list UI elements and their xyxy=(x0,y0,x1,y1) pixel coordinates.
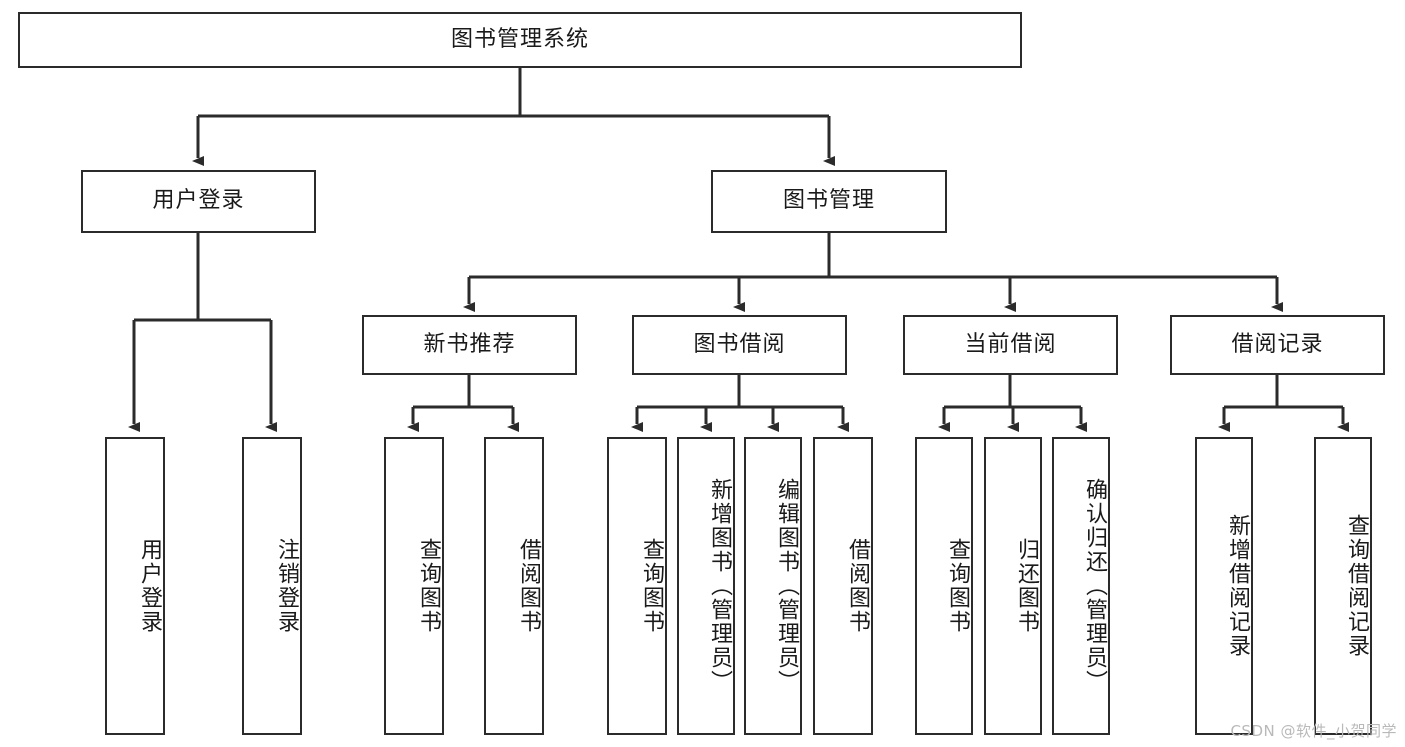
node-label: 查询图书 xyxy=(945,538,970,634)
leaf-query-book-current[interactable]: 查询图书 xyxy=(915,437,973,735)
node-label: 借阅图书 xyxy=(516,538,541,634)
node-user-login[interactable]: 用户登录 xyxy=(81,170,316,233)
node-label: 确认归还（管理员） xyxy=(1082,478,1107,694)
leaf-query-book-recommend[interactable]: 查询图书 xyxy=(384,437,444,735)
node-book-borrow[interactable]: 图书借阅 xyxy=(632,315,847,375)
leaf-return-book[interactable]: 归还图书 xyxy=(984,437,1042,735)
node-label: 借阅记录 xyxy=(1231,331,1324,357)
node-label: 归还图书 xyxy=(1014,538,1039,634)
node-label: 新书推荐 xyxy=(423,331,516,357)
leaf-borrow-book[interactable]: 借阅图书 xyxy=(813,437,873,735)
leaf-add-book-admin[interactable]: 新增图书（管理员） xyxy=(677,437,735,735)
leaf-query-borrow-record[interactable]: 查询借阅记录 xyxy=(1314,437,1372,735)
node-borrow-record[interactable]: 借阅记录 xyxy=(1170,315,1385,375)
node-label: 图书管理 xyxy=(782,188,875,214)
node-label: 新增借阅记录 xyxy=(1225,514,1250,658)
node-label: 注销登录 xyxy=(274,538,299,634)
node-root-book-management-system[interactable]: 图书管理系统 xyxy=(18,12,1022,68)
node-label: 用户登录 xyxy=(137,538,162,634)
node-label: 查询图书 xyxy=(639,538,664,634)
node-label: 编辑图书（管理员） xyxy=(774,478,799,694)
node-label: 新增图书（管理员） xyxy=(707,478,732,694)
node-current-borrow[interactable]: 当前借阅 xyxy=(903,315,1118,375)
node-label: 查询借阅记录 xyxy=(1344,514,1369,658)
leaf-query-book-borrow[interactable]: 查询图书 xyxy=(607,437,667,735)
node-label: 当前借阅 xyxy=(964,331,1057,357)
node-label: 借阅图书 xyxy=(845,538,870,634)
leaf-add-borrow-record[interactable]: 新增借阅记录 xyxy=(1195,437,1253,735)
node-book-management[interactable]: 图书管理 xyxy=(711,170,947,233)
node-label: 图书管理系统 xyxy=(450,26,589,52)
leaf-user-logout[interactable]: 注销登录 xyxy=(242,437,302,735)
node-label: 图书借阅 xyxy=(693,331,786,357)
node-label: 查询图书 xyxy=(416,538,441,634)
node-label: 用户登录 xyxy=(152,188,245,214)
leaf-user-login[interactable]: 用户登录 xyxy=(105,437,165,735)
leaf-confirm-return-admin[interactable]: 确认归还（管理员） xyxy=(1052,437,1110,735)
leaf-borrow-book-recommend[interactable]: 借阅图书 xyxy=(484,437,544,735)
node-new-book-recommend[interactable]: 新书推荐 xyxy=(362,315,577,375)
leaf-edit-book-admin[interactable]: 编辑图书（管理员） xyxy=(744,437,802,735)
csdn-watermark: CSDN @软件_小贺同学 xyxy=(1230,722,1397,740)
